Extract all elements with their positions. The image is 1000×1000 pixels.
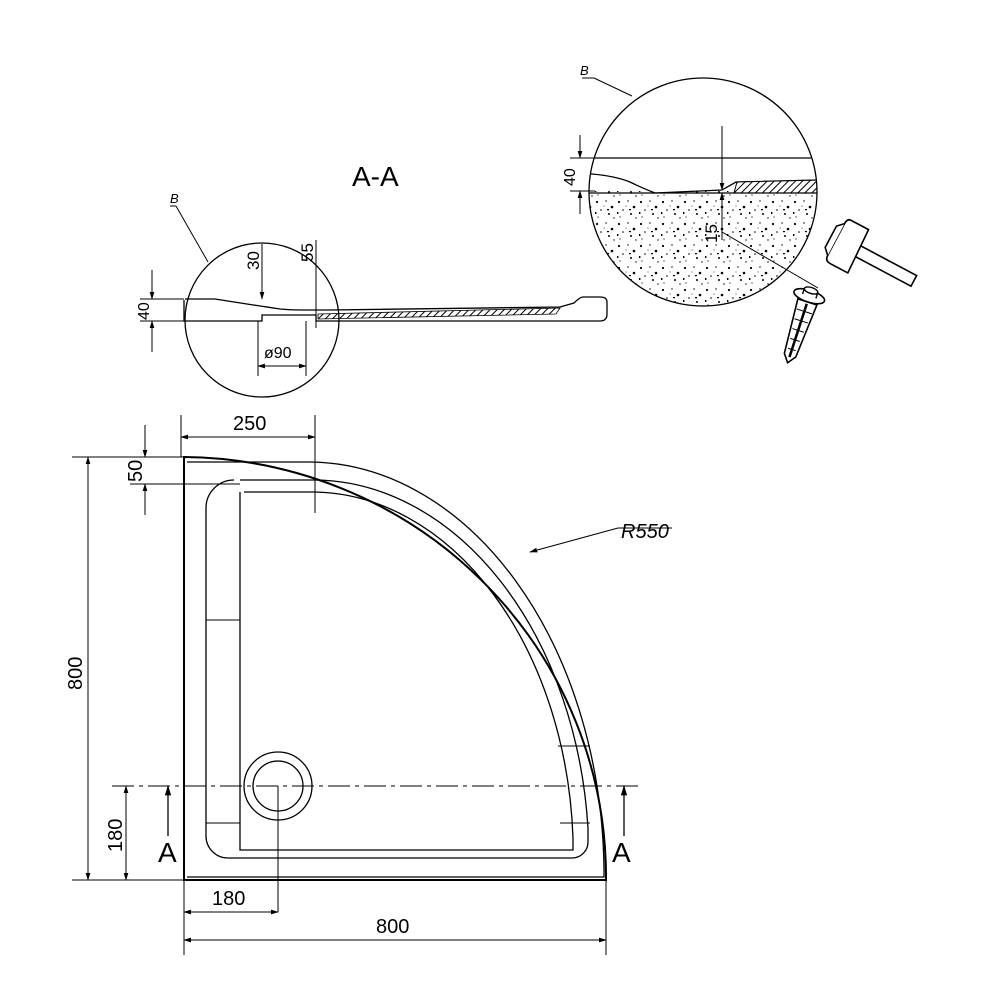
detail-tray-shape [589,157,817,194]
detail-circle-outline [588,77,818,307]
dim-15: 15 [702,224,721,243]
basin-bottom [239,491,574,851]
rim-band-outer [205,479,589,859]
concrete-fill [589,191,817,306]
detail-b-leader [593,77,633,97]
section-title: A-A [352,161,399,192]
plan-view: A A 250 50 800 180 180 800 R550 [65,413,672,955]
dim-diameter-90: ø90 [264,345,292,362]
dim-250: 250 [233,413,266,435]
detail-b-view: B 40 15 [562,63,918,365]
tool-leader [721,231,819,289]
dim-800-vertical: 800 [65,657,87,690]
detail-hatch [733,179,817,194]
dim-180-horizontal: 180 [212,888,245,910]
dim-40-detail: 40 [562,168,579,186]
detail-circle-b [184,242,340,398]
section-view: A-A B 40 30 55 ø90 [136,161,608,398]
radius-leader [529,527,619,553]
detail-label-b: B [580,63,589,78]
section-marker-right: A [612,837,631,868]
radius-label: R550 [621,521,669,543]
section-slope-hatch [317,307,561,320]
section-tray-profile [183,296,608,322]
dim-800-horizontal: 800 [376,916,409,938]
wall-plug-icon [783,286,826,365]
dim-30: 30 [244,251,263,270]
tray-rim-line [187,461,605,878]
detail-label-section: B [170,191,179,206]
tray-outer-outline [183,455,607,881]
dim-40-section: 40 [136,302,153,320]
dim-180-vertical: 180 [105,819,127,852]
section-marker-left: A [158,837,177,868]
detail-leader [175,205,209,263]
dim-50: 50 [125,460,147,482]
dim-55: 55 [298,243,317,262]
hammer-icon [824,218,918,288]
